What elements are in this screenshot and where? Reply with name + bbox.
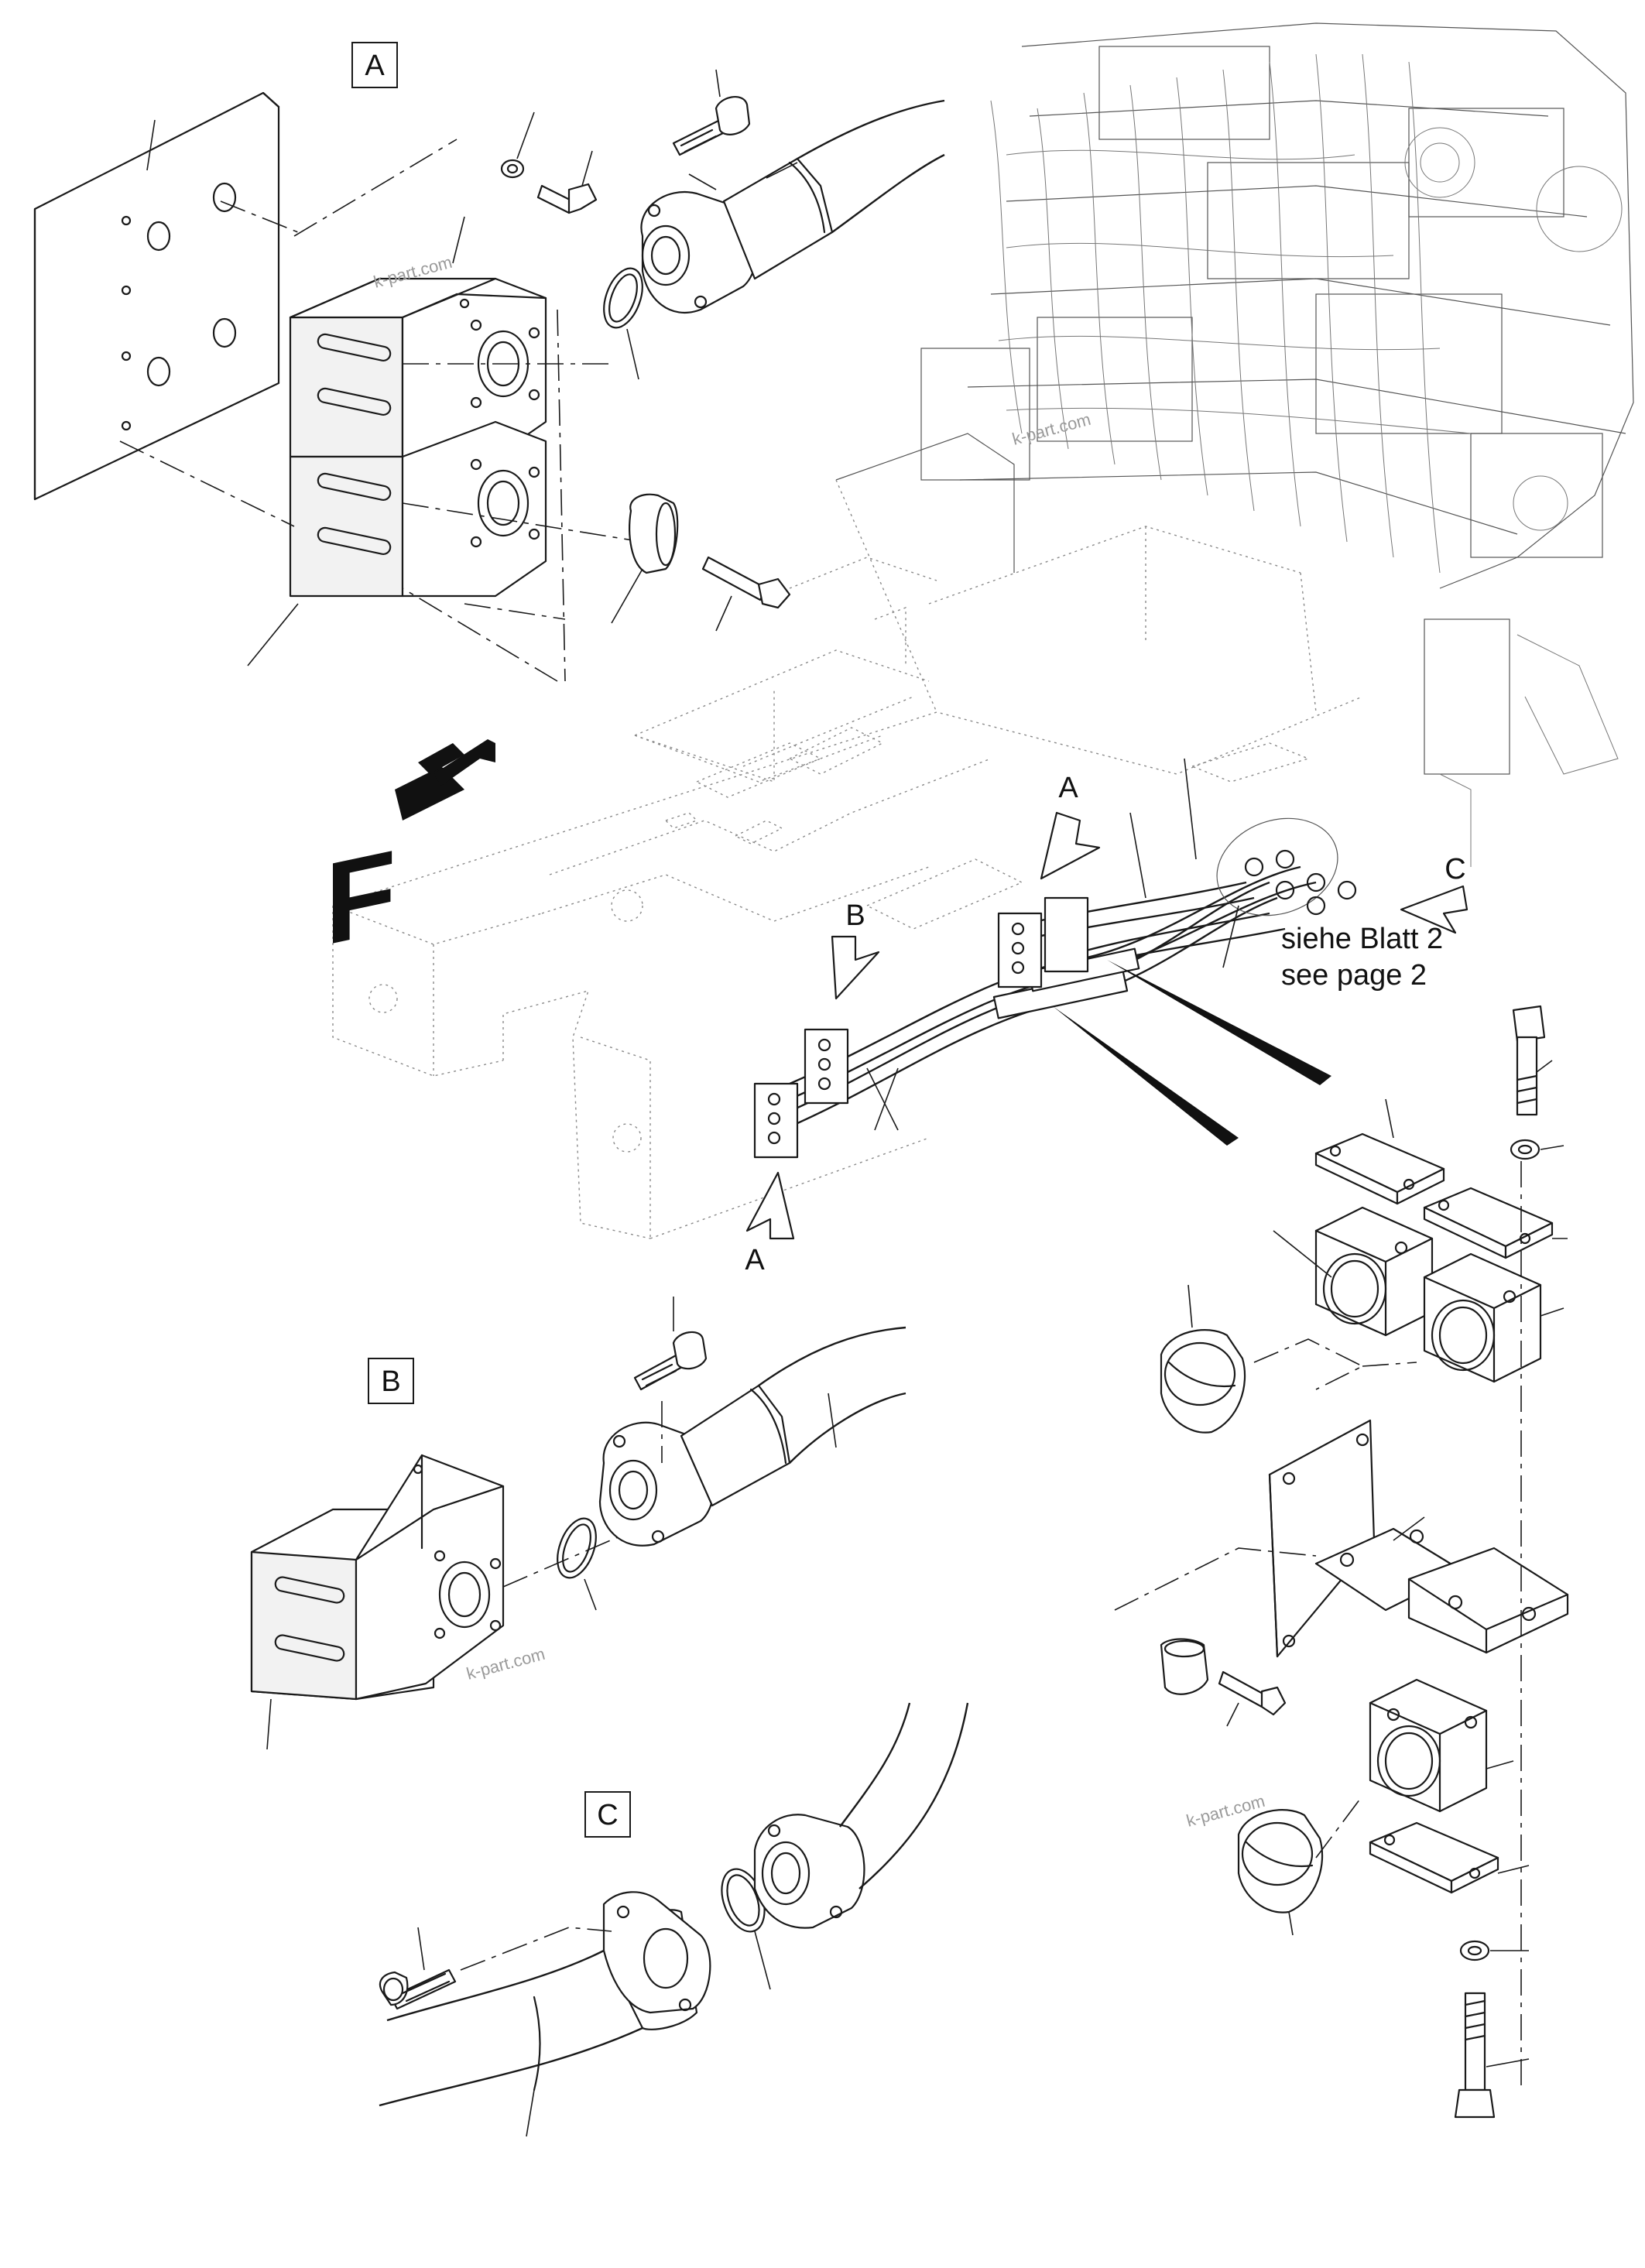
pointer-wedge-2 <box>1107 960 1331 1085</box>
view-b-exploded <box>250 1297 906 1750</box>
callout-arrow-a-top: A <box>1040 772 1101 880</box>
view-b-label: B <box>368 1358 414 1404</box>
hose-run <box>753 758 1357 1159</box>
engine-assembly <box>835 22 1634 867</box>
main-frame <box>332 479 1363 1239</box>
front-mark-text: F <box>325 826 396 971</box>
clamp-assembly <box>1114 1005 1569 2119</box>
pointer-wedge-1 <box>1053 1006 1239 1146</box>
view-c-text: C <box>597 1799 618 1831</box>
view-b-text: B <box>381 1365 400 1398</box>
note-line-2: see page 2 <box>1281 959 1427 992</box>
view-a-label: A <box>351 42 398 88</box>
note-line-1: siehe Blatt 2 <box>1281 923 1443 955</box>
reference-note: siehe Blatt 2 see page 2 <box>1281 923 1443 992</box>
callout-arrow-a-bottom: A <box>745 1171 795 1276</box>
front-direction-mark: F <box>325 731 495 970</box>
watermark-2: k-part.com <box>464 1644 547 1684</box>
view-c-label: C <box>584 1791 631 1838</box>
watermark-4: k-part.com <box>1010 409 1093 449</box>
view-a-text: A <box>365 50 385 82</box>
svg-text:A: A <box>1058 772 1078 804</box>
callout-arrow-c: C <box>1400 853 1469 934</box>
svg-text:B: B <box>845 899 865 932</box>
callout-arrow-b: B <box>831 899 880 1000</box>
svg-text:A: A <box>745 1244 765 1276</box>
svg-text:C: C <box>1445 853 1465 886</box>
view-c-exploded <box>379 1702 969 2137</box>
view-a-exploded <box>33 69 945 682</box>
